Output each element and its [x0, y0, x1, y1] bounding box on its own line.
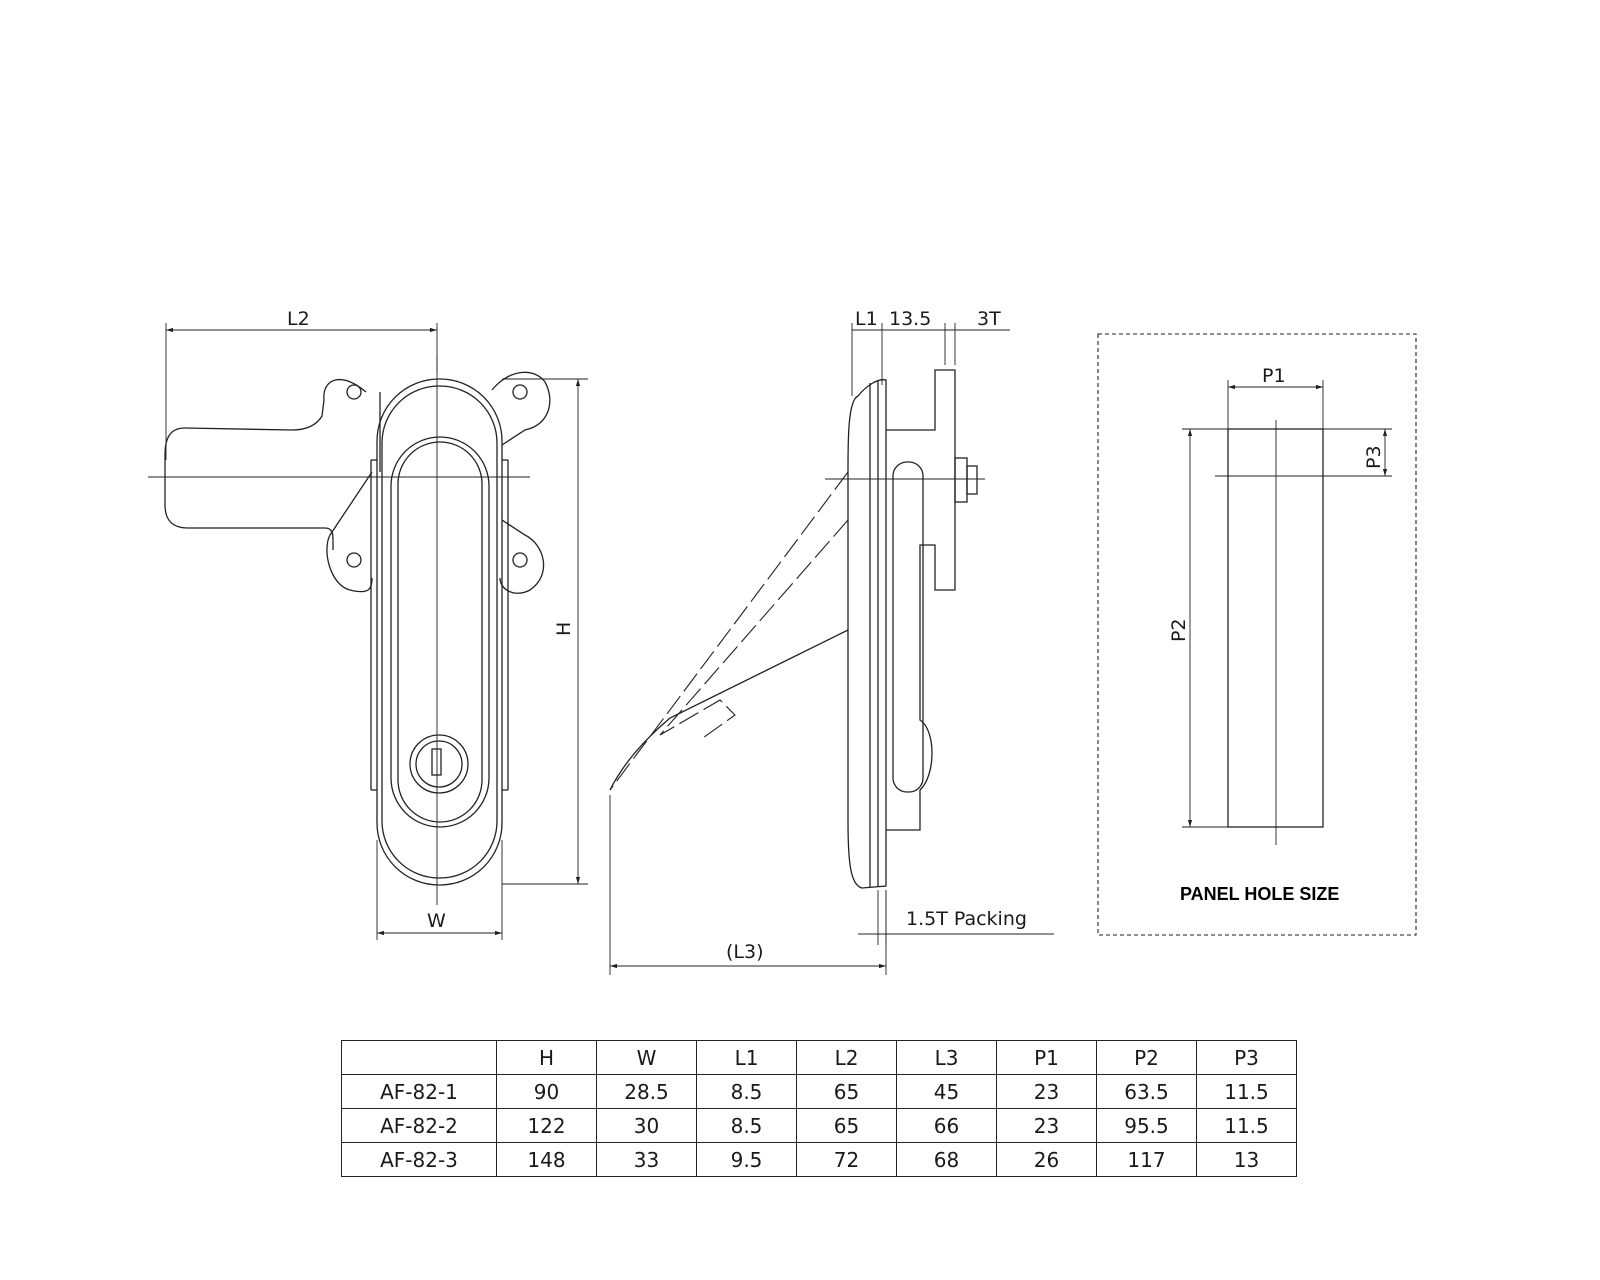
table-header-cell	[341, 1040, 497, 1075]
mount-hole-tl	[346, 384, 362, 400]
table-cell: 13	[1196, 1142, 1297, 1177]
dim-p2-label: P2	[1168, 618, 1190, 642]
side-view: L1 13.5 3T (L3) 1.5T Packing	[609, 308, 1054, 975]
dim-p3-label: P3	[1363, 445, 1385, 469]
mount-hole-bl	[346, 552, 362, 568]
table-header-cell: W	[596, 1040, 697, 1075]
table-cell: 90	[496, 1074, 597, 1109]
table-cell: 63.5	[1096, 1074, 1197, 1109]
table-cell: 65	[796, 1108, 897, 1143]
bolt-icon	[954, 457, 968, 503]
table-row: AF-82-1 90 28.5 8.5 65 45 23 63.5 11.5	[341, 1074, 1297, 1109]
table-cell: 8.5	[696, 1074, 797, 1109]
dim-h-label: H	[553, 622, 575, 636]
table-cell: 65	[796, 1074, 897, 1109]
mount-hole-br	[512, 552, 528, 568]
table-cell: 66	[896, 1108, 997, 1143]
dim-l2-label: L2	[287, 308, 310, 330]
table-cell: 23	[996, 1074, 1097, 1109]
table-cell: 45	[896, 1074, 997, 1109]
dim-l3-label: (L3)	[726, 941, 764, 963]
table-header-cell: P3	[1196, 1040, 1297, 1075]
table-header-cell: L3	[896, 1040, 997, 1075]
panel-hole-rect	[1227, 428, 1324, 828]
table-row: AF-82-3 148 33 9.5 72 68 26 117 13	[341, 1142, 1297, 1177]
panel-hole-frame	[1097, 333, 1417, 936]
table-cell: 33	[596, 1142, 697, 1177]
table-cell: 148	[496, 1142, 597, 1177]
table-cell: 23	[996, 1108, 1097, 1143]
table-cell: 122	[496, 1108, 597, 1143]
front-view: L2 H	[148, 308, 588, 940]
table-cell: 26	[996, 1142, 1097, 1177]
rear-bracket	[886, 369, 956, 831]
table-header-cell: H	[496, 1040, 597, 1075]
lock-cylinder-icon	[409, 734, 469, 794]
panel-hole-title: PANEL HOLE SIZE	[1180, 884, 1339, 904]
table-cell: 68	[896, 1142, 997, 1177]
panel-hole-view: P1 P2 P3 PANEL HOLE SIZE	[1097, 333, 1417, 936]
door-panel	[847, 379, 887, 889]
table-cell: 95.5	[1096, 1108, 1197, 1143]
table-cell: 11.5	[1196, 1074, 1297, 1109]
spec-table: H W L1 L2 L3 P1 P2 P3 AF-82-1 90 28.5 8.…	[341, 1040, 1297, 1177]
table-cell: 11.5	[1196, 1108, 1297, 1143]
dim-p1-label: P1	[1262, 365, 1286, 387]
table-cell: 8.5	[696, 1108, 797, 1143]
opened-handle	[609, 471, 849, 791]
handle-grip	[390, 436, 490, 828]
table-row: AF-82-2 122 30 8.5 65 66 23 95.5 11.5	[341, 1108, 1297, 1143]
packing-label: 1.5T Packing	[906, 908, 1027, 930]
table-header-cell: L1	[696, 1040, 797, 1075]
mount-hole-tr	[512, 384, 528, 400]
table-cell: AF-82-1	[341, 1074, 497, 1109]
table-cell: 30	[596, 1108, 697, 1143]
table-cell: 117	[1096, 1142, 1197, 1177]
dim-w-label: W	[427, 910, 446, 932]
table-cell: 9.5	[696, 1142, 797, 1177]
table-cell: 72	[796, 1142, 897, 1177]
table-header-cell: P2	[1096, 1040, 1197, 1075]
handle-arm	[164, 379, 367, 550]
handle-body-outer	[376, 378, 503, 886]
dim-13-5-label: 13.5	[889, 308, 931, 330]
table-header-cell: P1	[996, 1040, 1097, 1075]
dim-3t-label: 3T	[977, 308, 1001, 330]
table-header-row: H W L1 L2 L3 P1 P2 P3	[341, 1040, 1297, 1075]
dim-l1-label: L1	[855, 308, 878, 330]
table-cell: AF-82-2	[341, 1108, 497, 1143]
table-cell: 28.5	[596, 1074, 697, 1109]
table-header-cell: L2	[796, 1040, 897, 1075]
mounting-plate	[326, 371, 551, 594]
table-cell: AF-82-3	[341, 1142, 497, 1177]
